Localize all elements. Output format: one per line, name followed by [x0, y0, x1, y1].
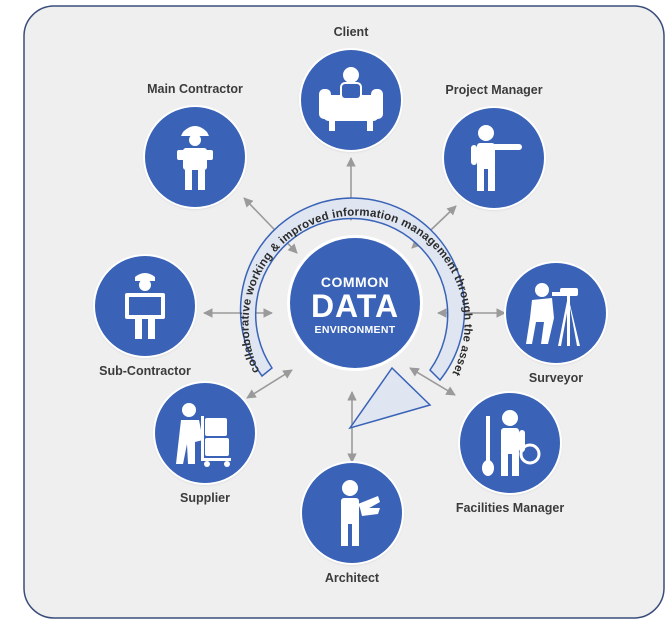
role-label: Supplier	[179, 491, 231, 505]
client-seated-icon	[319, 67, 383, 131]
role-label: Client	[333, 25, 369, 39]
arrow-facilities-manager	[409, 367, 456, 396]
project-manager-pointing-icon	[471, 125, 522, 191]
sub-contractor-plan-icon	[125, 273, 165, 339]
role-disc	[444, 108, 544, 208]
role-label: Sub-Contractor	[99, 364, 191, 378]
hub-line-3: ENVIRONMENT	[314, 324, 396, 336]
main-contractor-hardhat-icon	[177, 126, 213, 190]
role-disc	[460, 393, 560, 493]
role-disc	[145, 107, 245, 207]
surveyor-tripod-icon	[526, 283, 580, 346]
role-disc	[302, 463, 402, 563]
role-label: Project Manager	[445, 83, 543, 97]
role-disc	[301, 50, 401, 150]
hub-line-1: COMMON	[320, 274, 390, 290]
common-data-environment-hub: COMMON DATA ENVIRONMENT	[290, 238, 420, 368]
role-label: Architect	[324, 571, 380, 585]
arrow-main-contractor	[243, 197, 298, 254]
role-disc	[155, 383, 255, 483]
role-label: Surveyor	[528, 371, 584, 385]
facilities-manager-tools-icon	[482, 410, 541, 476]
supplier-trolley-icon	[176, 403, 231, 467]
role-disc	[506, 263, 606, 363]
role-disc	[95, 256, 195, 356]
role-label: Main Contractor	[147, 82, 243, 96]
arrow-supplier	[246, 369, 293, 399]
architect-plans-icon	[341, 480, 380, 546]
role-label: Facilities Manager	[455, 501, 565, 515]
lifecycle-ring-arrow	[239, 197, 466, 430]
hub-line-2: DATA	[310, 288, 400, 324]
